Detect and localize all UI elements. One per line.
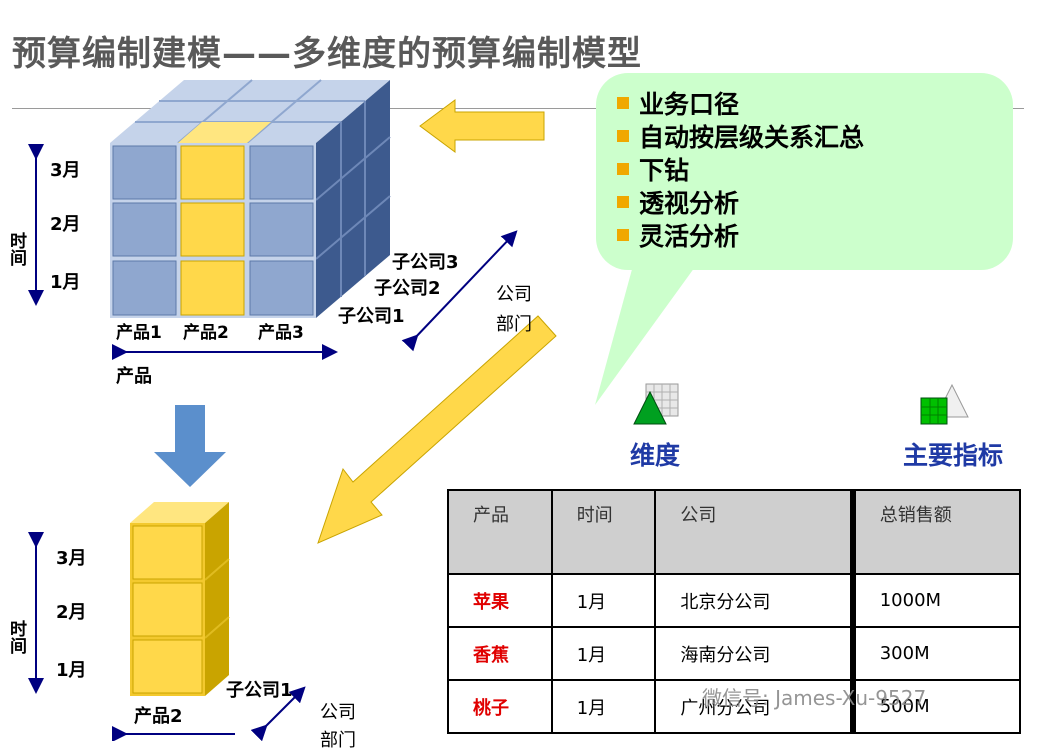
slice-month-label: 2月 xyxy=(56,602,87,623)
table-cell: 300M xyxy=(849,626,1022,681)
measure-label: 主要指标 xyxy=(903,441,1004,470)
product-axis-label: 产品 xyxy=(116,366,152,387)
measure-icon xyxy=(920,383,969,425)
company-axis-label: 公司 xyxy=(496,284,532,305)
table-cell: 500M xyxy=(849,679,1022,734)
company-axis-arrow xyxy=(401,230,518,352)
dept-axis-label: 部门 xyxy=(496,314,532,335)
month-label: 2月 xyxy=(50,214,81,235)
slice-month-label: 3月 xyxy=(56,548,87,569)
slice-month-label: 1月 xyxy=(56,660,87,681)
feature-item: 自动按层级关系汇总 xyxy=(617,121,864,154)
speech-bubble xyxy=(595,73,1013,405)
column-header: 总销售额 xyxy=(849,489,1022,575)
table-cell: 海南分公司 xyxy=(654,626,854,681)
sales-table: 产品 时间 公司 总销售额 苹果 1月 北京分公司 1000M 香蕉 1月 海南… xyxy=(447,489,1022,734)
table-cell: 广州分公司 xyxy=(654,679,854,734)
slice-subsidiary-label: 子公司1 xyxy=(226,680,293,701)
table-cell: 桃子 xyxy=(447,679,553,734)
table-cell: 北京分公司 xyxy=(654,573,854,628)
product-label: 产品1 xyxy=(116,323,162,343)
subsidiary-label: 子公司3 xyxy=(392,252,459,273)
table-cell: 1月 xyxy=(550,626,657,681)
slice-product-label: 产品2 xyxy=(134,706,183,727)
yellow-arrow-diagonal xyxy=(317,315,557,544)
page-title: 预算编制建模——多维度的预算编制模型 xyxy=(12,34,642,74)
table-header-row: 产品 时间 公司 总销售额 xyxy=(447,489,1022,575)
table-row: 桃子 1月 广州分公司 500M xyxy=(447,679,1022,734)
subsidiary-label: 子公司1 xyxy=(338,306,405,327)
feature-item: 透视分析 xyxy=(617,187,864,220)
title-divider xyxy=(12,108,1024,109)
slice-company-axis-arrow xyxy=(250,686,306,741)
column-header: 时间 xyxy=(550,489,657,575)
bullet-icon xyxy=(617,196,629,208)
product-label: 产品2 xyxy=(183,323,229,343)
feature-item: 灵活分析 xyxy=(617,220,864,253)
month-label: 1月 xyxy=(50,272,81,293)
table-row: 苹果 1月 北京分公司 1000M xyxy=(447,573,1022,628)
blue-arrow-down xyxy=(154,405,226,487)
slice-company-axis-label: 公司 xyxy=(320,702,356,723)
table-row: 香蕉 1月 海南分公司 300M xyxy=(447,626,1022,681)
time-axis-label: 时间 xyxy=(6,232,26,266)
feature-list: 业务口径 自动按层级关系汇总 下钻 透视分析 灵活分析 xyxy=(617,88,864,253)
feature-item: 下钻 xyxy=(617,154,864,187)
column-header: 公司 xyxy=(654,489,854,575)
cube-slice xyxy=(130,502,230,696)
column-header: 产品 xyxy=(447,489,553,575)
month-label: 3月 xyxy=(50,160,81,181)
product-label: 产品3 xyxy=(258,323,304,343)
dimension-label: 维度 xyxy=(630,441,681,470)
feature-item: 业务口径 xyxy=(617,88,864,121)
table-cell: 苹果 xyxy=(447,573,553,628)
yellow-arrow-left xyxy=(419,99,545,153)
slice-time-axis-label: 时间 xyxy=(6,620,26,654)
data-cube xyxy=(110,79,391,318)
subsidiary-label: 子公司2 xyxy=(374,278,441,299)
dimension-icon xyxy=(633,383,679,425)
front-cells xyxy=(112,145,314,316)
bullet-icon xyxy=(617,97,629,109)
bullet-icon xyxy=(617,130,629,142)
table-cell: 1月 xyxy=(550,679,657,734)
table-cell: 香蕉 xyxy=(447,626,553,681)
table-cell: 1000M xyxy=(849,573,1022,628)
table-cell: 1月 xyxy=(550,573,657,628)
slice-dept-axis-label: 部门 xyxy=(320,730,356,751)
watermark: 微信号: James-Xu-9527 xyxy=(702,686,927,710)
bullet-icon xyxy=(617,229,629,241)
bullet-icon xyxy=(617,163,629,175)
